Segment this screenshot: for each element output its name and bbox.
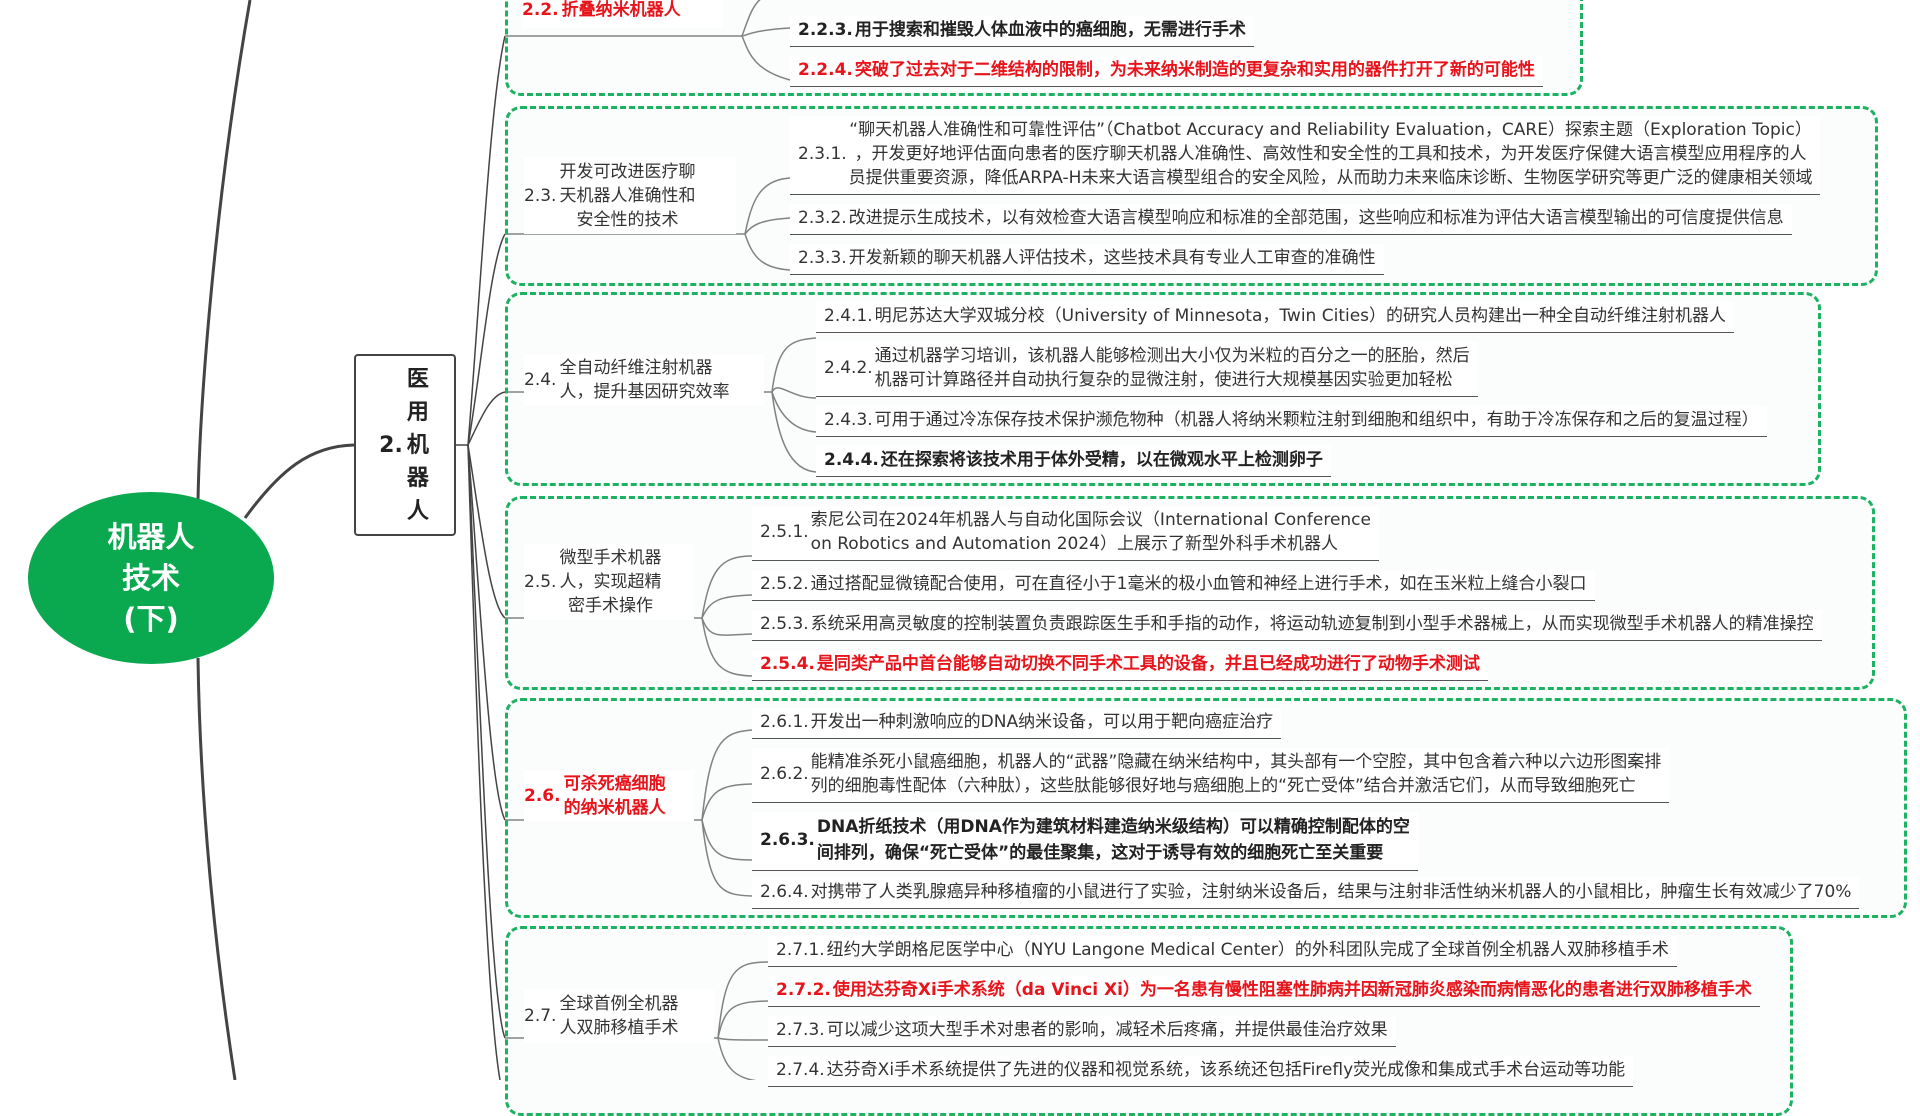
item-2-5-1[interactable]: 2.5.1. 索尼公司在2024年机器人与自动化国际会议（Internation… <box>752 506 1379 561</box>
item-number: 2.6.3. <box>760 830 815 850</box>
item-text: 达芬奇Xi手术系统提供了先进的仪器和视觉系统，该系统还包括Firefly荧光成像… <box>826 1060 1626 1080</box>
item-2-6-3[interactable]: 2.6.3. DNA折纸技术（用DNA作为建筑材料建造纳米级结构）可以精确控制配… <box>752 812 1418 871</box>
item-number: 2.6.2. <box>760 764 809 784</box>
item-number: 2.4.1. <box>824 306 873 326</box>
item-number: 2.6.4. <box>760 882 809 902</box>
section-number: 2.4. <box>524 370 557 390</box>
item-text: 通过机器学习培训，该机器人能够检测出大小仅为米粒的百分之一的胚胎，然后 机器可计… <box>874 346 1470 390</box>
item-2-5-2[interactable]: 2.5.2. 通过搭配显微镜配合使用，可在直径小于1毫米的极小血管和神经上进行手… <box>752 570 1595 601</box>
root-topic[interactable]: 机器人 技术 (下) <box>28 492 274 664</box>
main-topic-medical-robots[interactable]: 2. 医用机器人 <box>354 354 456 536</box>
section-label: 全自动纤维注射机器 人，提升基因研究效率 <box>559 358 730 402</box>
item-text: 纽约大学朗格尼医学中心（NYU Langone Medical Center）的… <box>826 940 1669 960</box>
item-text: 是同类产品中首台能够自动切换不同手术工具的设备，并且已经成功进行了动物手术测试 <box>816 654 1480 674</box>
item-2-3-3[interactable]: 2.3.3. 开发新颖的聊天机器人评估技术，这些技术具有专业人工审查的准确性 <box>790 244 1384 275</box>
item-text: 使用达芬奇Xi手术系统（da Vinci Xi）为一名患有慢性阻塞性肺病并因新冠… <box>832 980 1752 1000</box>
main-topic-label: 医用机器人 <box>406 366 429 524</box>
item-number: 2.4.3. <box>824 410 873 430</box>
item-2-5-3[interactable]: 2.5.3. 系统采用高灵敏度的控制装置负责跟踪医生手和手指的动作，将运动轨迹复… <box>752 610 1822 641</box>
item-text: 对携带了人类乳腺癌异种移植瘤的小鼠进行了实验，注射纳米设备后，结果与注射非活性纳… <box>810 882 1852 902</box>
item-text: 突破了过去对于二维结构的限制，为未来纳米制造的更复杂和实用的器件打开了新的可能性 <box>854 60 1535 80</box>
item-number: 2.5.2. <box>760 574 809 594</box>
item-number: 2.3.1. <box>798 144 847 164</box>
item-number: 2.2.3. <box>798 20 853 40</box>
section-2-7[interactable]: 2.7. 全球首例全机器 人双肺移植手术 <box>524 990 714 1042</box>
section-number: 2.6. <box>524 786 561 806</box>
item-text: 能精准杀死小鼠癌细胞，机器人的“武器”隐藏在纳米结构中，其头部有一个空腔，其中包… <box>810 752 1662 796</box>
item-text: 还在探索将该技术用于体外受精，以在微观水平上检测卵子 <box>880 450 1323 470</box>
item-2-3-2[interactable]: 2.3.2. 改进提示生成技术，以有效检查大语言模型响应和标准的全部范围，这些响… <box>790 204 1792 235</box>
item-2-2-4[interactable]: 2.2.4. 突破了过去对于二维结构的限制，为未来纳米制造的更复杂和实用的器件打… <box>790 56 1543 87</box>
item-2-6-1[interactable]: 2.6.1. 开发出一种刺激响应的DNA纳米设备，可以用于靶向癌症治疗 <box>752 708 1282 739</box>
item-text: “聊天机器人准确性和可靠性评估”（Chatbot Accuracy and Re… <box>848 120 1813 188</box>
section-number: 2.3. <box>524 186 557 206</box>
section-number: 2.5. <box>524 572 557 592</box>
section-number: 2.7. <box>524 1006 557 1026</box>
section-2-6[interactable]: 2.6. 可杀死癌细胞 的纳米机器人 <box>524 770 694 822</box>
item-2-3-1[interactable]: 2.3.1. “聊天机器人准确性和可靠性评估”（Chatbot Accuracy… <box>790 116 1821 195</box>
item-2-7-4[interactable]: 2.7.4. 达芬奇Xi手术系统提供了先进的仪器和视觉系统，该系统还包括Fire… <box>768 1056 1634 1087</box>
item-number: 2.5.1. <box>760 522 809 542</box>
item-2-2-3[interactable]: 2.2.3. 用于搜索和摧毁人体血液中的癌细胞，无需进行手术 <box>790 16 1254 47</box>
item-number: 2.5.4. <box>760 654 815 674</box>
item-2-6-4[interactable]: 2.6.4. 对携带了人类乳腺癌异种移植瘤的小鼠进行了实验，注射纳米设备后，结果… <box>752 878 1860 909</box>
item-number: 2.7.2. <box>776 980 831 1000</box>
item-2-4-2[interactable]: 2.4.2. 通过机器学习培训，该机器人能够检测出大小仅为米粒的百分之一的胚胎，… <box>816 342 1478 397</box>
section-2-3[interactable]: 2.3. 开发可改进医疗聊 天机器人准确性和 安全性的技术 <box>524 158 736 234</box>
section-label: 可杀死癌细胞 的纳米机器人 <box>563 774 666 818</box>
item-text: 系统采用高灵敏度的控制装置负责跟踪医生手和手指的动作，将运动轨迹复制到小型手术器… <box>810 614 1814 634</box>
root-topic-label: 机器人 技术 (下) <box>107 519 195 636</box>
item-text: 改进提示生成技术，以有效检查大语言模型响应和标准的全部范围，这些响应和标准为评估… <box>848 208 1784 228</box>
item-2-7-2[interactable]: 2.7.2. 使用达芬奇Xi手术系统（da Vinci Xi）为一名患有慢性阻塞… <box>768 976 1760 1007</box>
item-text: 索尼公司在2024年机器人与自动化国际会议（International Conf… <box>810 510 1371 554</box>
item-2-7-1[interactable]: 2.7.1. 纽约大学朗格尼医学中心（NYU Langone Medical C… <box>768 936 1677 967</box>
section-number: 2.2. <box>522 0 559 20</box>
section-label: 折叠纳米机器人 <box>561 0 681 20</box>
item-2-7-3[interactable]: 2.7.3. 可以减少这项大型手术对患者的影响，减轻术后疼痛，并提供最佳治疗效果 <box>768 1016 1396 1047</box>
item-number: 2.7.4. <box>776 1060 825 1080</box>
section-2-4[interactable]: 2.4. 全自动纤维注射机器 人，提升基因研究效率 <box>524 354 764 406</box>
item-number: 2.7.1. <box>776 940 825 960</box>
item-text: 可以减少这项大型手术对患者的影响，减轻术后疼痛，并提供最佳治疗效果 <box>826 1020 1388 1040</box>
item-number: 2.2.4. <box>798 60 853 80</box>
item-number: 2.4.2. <box>824 358 873 378</box>
item-text: 开发出一种刺激响应的DNA纳米设备，可以用于靶向癌症治疗 <box>810 712 1274 732</box>
item-number: 2.3.2. <box>798 208 847 228</box>
item-text: 可用于通过冷冻保存技术保护濒危物种（机器人将纳米颗粒注射到细胞和组织中，有助于冷… <box>874 410 1759 430</box>
item-2-4-4[interactable]: 2.4.4. 还在探索将该技术用于体外受精，以在微观水平上检测卵子 <box>816 446 1331 477</box>
item-number: 2.3.3. <box>798 248 847 268</box>
item-text: 通过搭配显微镜配合使用，可在直径小于1毫米的极小血管和神经上进行手术，如在玉米粒… <box>810 574 1587 594</box>
section-2-2[interactable]: 2.2. 折叠纳米机器人 <box>522 0 722 28</box>
item-number: 2.6.1. <box>760 712 809 732</box>
item-text: DNA折纸技术（用DNA作为建筑材料建造纳米级结构）可以精确控制配体的空 间排列… <box>816 817 1410 863</box>
item-2-6-2[interactable]: 2.6.2. 能精准杀死小鼠癌细胞，机器人的“武器”隐藏在纳米结构中，其头部有一… <box>752 748 1670 803</box>
item-text: 开发新颖的聊天机器人评估技术，这些技术具有专业人工审查的准确性 <box>848 248 1376 268</box>
item-text: 明尼苏达大学双城分校（University of Minnesota，Twin … <box>874 306 1727 326</box>
section-label: 微型手术机器 人，实现超精 密手术操作 <box>559 548 662 616</box>
item-text: 用于搜索和摧毁人体血液中的癌细胞，无需进行手术 <box>854 20 1246 40</box>
item-2-5-4[interactable]: 2.5.4. 是同类产品中首台能够自动切换不同手术工具的设备，并且已经成功进行了… <box>752 650 1488 681</box>
item-2-4-1[interactable]: 2.4.1. 明尼苏达大学双城分校（University of Minnesot… <box>816 302 1735 333</box>
mind-map-canvas: 机器人 技术 (下) 2. 医用机器人 2.2. 折叠纳米机器人 2.2.3. … <box>28 0 1907 1116</box>
item-number: 2.7.3. <box>776 1020 825 1040</box>
item-2-4-3[interactable]: 2.4.3. 可用于通过冷冻保存技术保护濒危物种（机器人将纳米颗粒注射到细胞和组… <box>816 406 1767 437</box>
section-2-5[interactable]: 2.5. 微型手术机器 人，实现超精 密手术操作 <box>524 544 694 620</box>
main-topic-number: 2. <box>379 432 403 458</box>
section-label: 开发可改进医疗聊 天机器人准确性和 安全性的技术 <box>559 162 696 230</box>
item-number: 2.5.3. <box>760 614 809 634</box>
section-label: 全球首例全机器 人双肺移植手术 <box>559 994 679 1038</box>
item-number: 2.4.4. <box>824 450 879 470</box>
